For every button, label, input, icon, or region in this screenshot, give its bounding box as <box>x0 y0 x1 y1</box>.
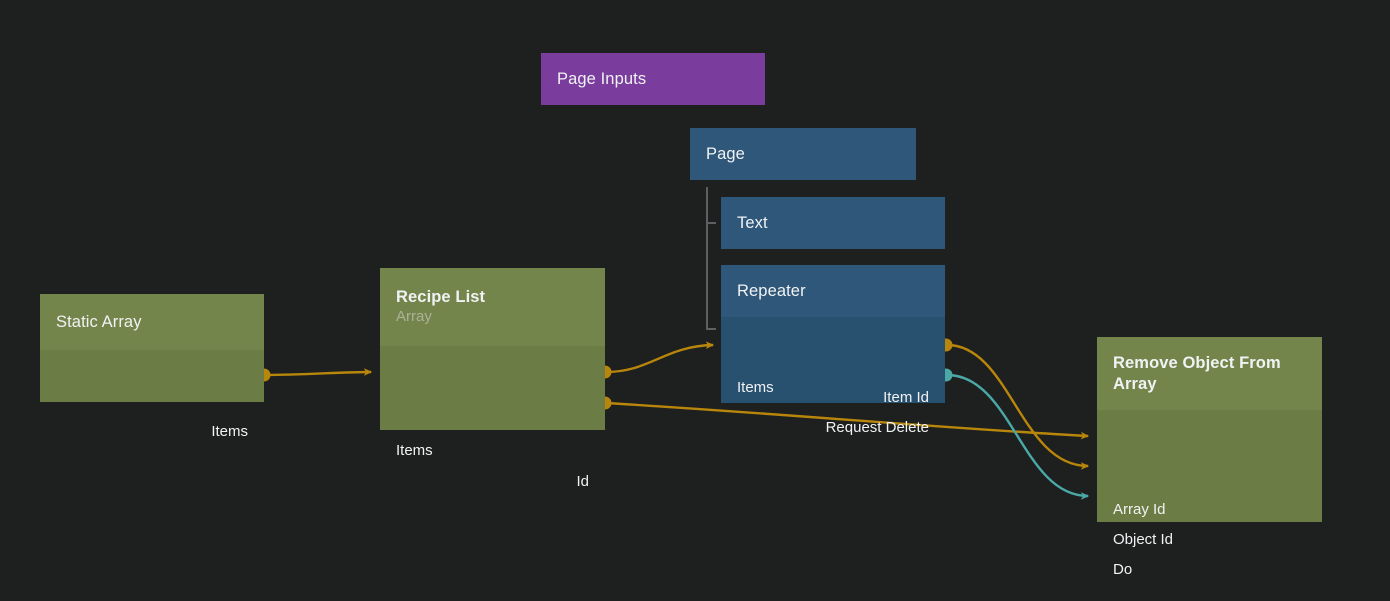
node-repeater-header: Repeater <box>721 265 945 317</box>
port-repeater-items-label: Items <box>737 378 774 396</box>
port-recipe-list-id[interactable]: Id <box>576 471 589 491</box>
node-recipe-list-body: Items Id <box>380 346 605 490</box>
node-repeater-body: Items Item Id Request Delete <box>721 317 945 436</box>
port-repeater-request-delete-label: Request Delete <box>825 418 929 436</box>
port-static-array-items-label: Items <box>211 422 248 440</box>
tree-connector-stub-text <box>706 222 716 224</box>
port-remove-array-id[interactable]: Array Id <box>1113 499 1166 519</box>
node-text[interactable]: Text <box>721 197 945 249</box>
node-remove-object-from-array-body: Array Id Object Id Do <box>1097 410 1322 578</box>
node-recipe-list-subtitle: Array <box>396 307 432 325</box>
node-recipe-list[interactable]: Recipe List Array Items Id <box>380 268 605 490</box>
node-page[interactable]: Page <box>690 128 916 180</box>
port-repeater-item-id-label: Item Id <box>883 388 929 406</box>
port-remove-do[interactable]: Do <box>1113 559 1132 579</box>
node-recipe-list-header: Recipe List Array <box>380 268 605 346</box>
node-remove-object-from-array-title: Remove Object From Array <box>1113 353 1281 393</box>
port-recipe-list-id-label: Id <box>576 472 589 490</box>
node-remove-object-from-array[interactable]: Remove Object From Array Array Id Object… <box>1097 337 1322 578</box>
node-static-array-body: Items <box>40 350 264 440</box>
wire-repeater-request-delete-to-do <box>946 373 1090 500</box>
port-remove-object-id-label: Object Id <box>1113 530 1174 548</box>
node-static-array[interactable]: Static Array Items <box>40 294 264 440</box>
node-page-title: Page <box>706 144 745 163</box>
port-repeater-request-delete[interactable]: Request Delete <box>826 417 929 437</box>
wire-recipe-list-items-to-repeater-items <box>605 341 715 374</box>
node-static-array-title: Static Array <box>56 312 142 331</box>
port-remove-do-label: Do <box>1113 560 1133 578</box>
port-remove-array-id-label: Array Id <box>1113 500 1166 518</box>
node-page-inputs-title: Page Inputs <box>557 69 647 88</box>
port-repeater-items[interactable]: Items <box>737 377 774 397</box>
port-recipe-list-items[interactable]: Items <box>396 440 433 460</box>
node-repeater[interactable]: Repeater Items Item Id Request Delete <box>721 265 945 436</box>
node-page-inputs[interactable]: Page Inputs <box>541 53 765 105</box>
port-recipe-list-items-label: Items <box>396 441 433 459</box>
wire-static-array-items-to-recipe-list-items <box>264 368 373 377</box>
node-remove-object-from-array-header: Remove Object From Array <box>1097 337 1322 410</box>
node-repeater-title: Repeater <box>737 281 806 300</box>
node-text-title: Text <box>737 213 768 232</box>
wire-repeater-item-id-to-object-id <box>946 343 1090 470</box>
tree-connector-vertical <box>706 187 708 330</box>
node-static-array-header: Static Array <box>40 294 264 350</box>
port-remove-object-id[interactable]: Object Id <box>1113 529 1173 549</box>
port-repeater-item-id[interactable]: Item Id <box>883 387 929 407</box>
port-static-array-items[interactable]: Items <box>211 421 248 441</box>
tree-connector-stub-repeater <box>706 328 716 330</box>
node-recipe-list-title: Recipe List <box>396 288 486 307</box>
